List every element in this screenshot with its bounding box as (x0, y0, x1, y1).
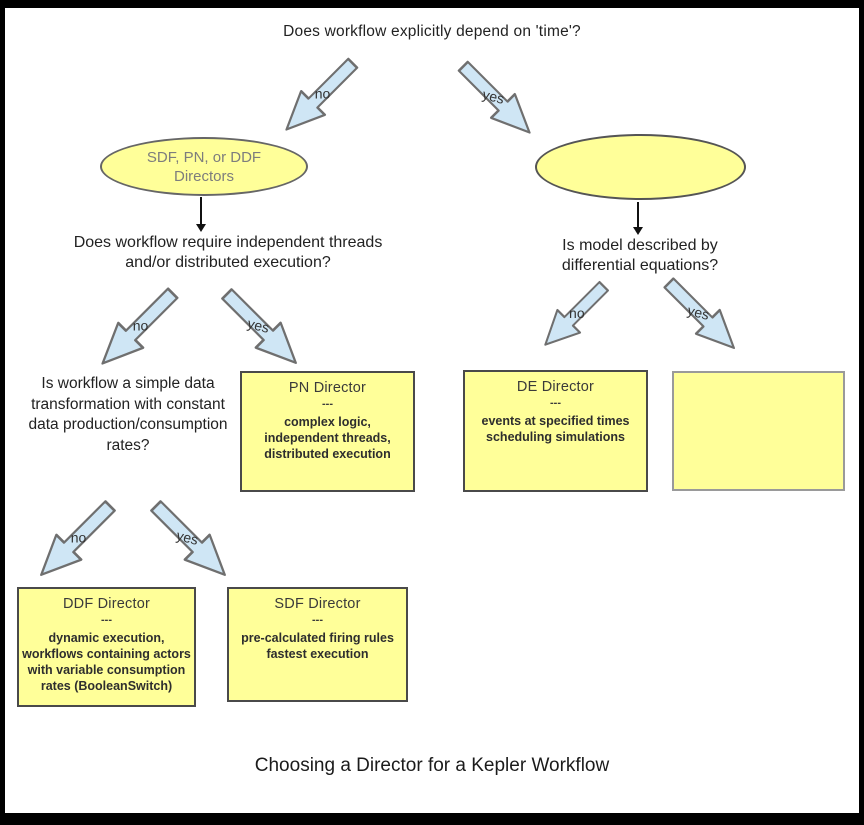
arrow-differential-yes: yes (652, 266, 752, 366)
block-arrow-icon (544, 280, 610, 346)
arrow-label-no: no (133, 317, 149, 334)
block-arrow-icon (663, 277, 735, 349)
arrow-label-no: no (314, 85, 331, 102)
arrow-threads-no: no (83, 275, 190, 382)
connector-arrow-left-down (200, 197, 202, 224)
box-description: dynamic execution, workflows containing … (22, 631, 191, 693)
block-arrow-icon (40, 500, 116, 576)
box-title: DDF Director (63, 596, 150, 612)
arrow-root-yes: yes (446, 49, 548, 151)
box-separator: --- (550, 397, 561, 409)
arrow-root-no: no (268, 46, 370, 148)
box-description: pre-calculated firing rules fastest exec… (241, 631, 394, 661)
box-empty-result (672, 371, 845, 491)
arrow-simple-no: no (22, 488, 128, 594)
arrow-label-no: no (569, 304, 585, 321)
diagram-title: Choosing a Director for a Kepler Workflo… (254, 755, 610, 776)
block-arrow-icon (221, 288, 297, 364)
question-simple-data: Is workflow a simple data transformation… (28, 375, 228, 454)
block-arrow-icon (101, 287, 179, 365)
box-description: complex logic, independent threads, dist… (264, 415, 391, 461)
box-title: PN Director (288, 380, 367, 396)
connector-arrow-right-down (637, 202, 639, 227)
ellipse-left-label: SDF, PN, or DDF Directors (146, 148, 262, 185)
block-arrow-icon (457, 60, 531, 134)
block-arrow-icon (150, 500, 226, 576)
box-separator: --- (312, 614, 323, 626)
arrow-differential-no: no (528, 270, 620, 362)
box-separator: --- (322, 398, 333, 410)
ellipse-sdf-pn-ddf-directors: SDF, PN, or DDF Directors (100, 137, 308, 196)
question-threads: Does workflow require independent thread… (73, 234, 383, 271)
ellipse-empty-right (535, 134, 746, 200)
box-de-director: DE Director --- events at specified time… (463, 370, 648, 492)
question-root: Does workflow explicitly depend on 'time… (283, 23, 581, 40)
box-title: SDF Director (274, 596, 361, 612)
box-title: DE Director (516, 379, 595, 395)
question-differential: Is model described by differential equat… (561, 237, 719, 274)
box-ddf-director: DDF Director --- dynamic execution, work… (17, 587, 196, 707)
box-description: events at specified times scheduling sim… (481, 414, 630, 444)
box-pn-director: PN Director --- complex logic, independe… (240, 371, 415, 492)
arrow-threads-yes: yes (209, 276, 315, 382)
block-arrow-icon (285, 57, 359, 131)
box-separator: --- (101, 614, 112, 626)
arrow-label-no: no (70, 529, 87, 546)
box-sdf-director: SDF Director --- pre-calculated firing r… (227, 587, 408, 702)
arrow-simple-yes: yes (138, 488, 244, 594)
